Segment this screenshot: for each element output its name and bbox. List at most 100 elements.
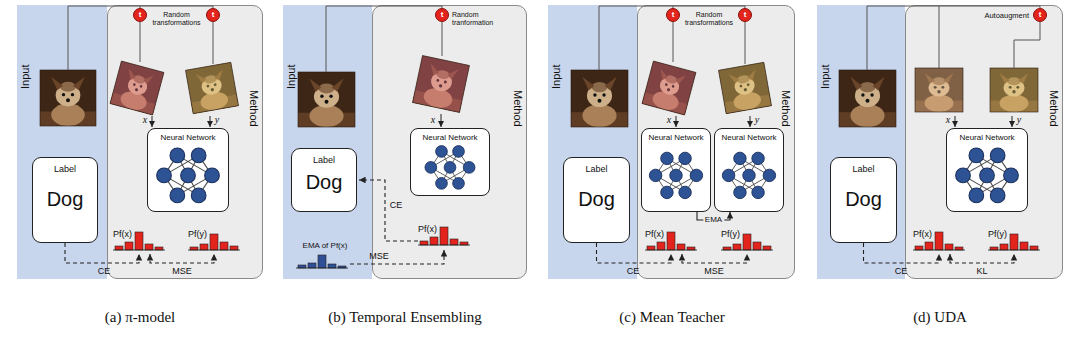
distribution-bar <box>925 242 933 250</box>
distribution-bar <box>763 246 771 250</box>
transform-wire <box>673 6 745 8</box>
annotation: Autoaugment <box>984 12 1029 21</box>
network-graphic <box>411 144 489 191</box>
label-anchor: Random transformations <box>681 11 737 27</box>
annotation: Pf(y) <box>188 229 207 239</box>
distribution-axis <box>913 250 965 251</box>
band-title: Input <box>19 65 32 89</box>
network-unit <box>453 178 465 190</box>
distribution-bar <box>155 247 163 250</box>
dog-eye <box>861 93 864 96</box>
network-unit <box>170 148 185 163</box>
label-anchor: EMA of Pf(x) <box>303 241 348 250</box>
network-name: Neural Network <box>422 133 477 142</box>
annotation: x <box>667 114 671 126</box>
distribution-bar <box>440 227 448 245</box>
panel-title: Method <box>511 90 524 127</box>
transform-circle: t <box>206 8 220 22</box>
network-unit <box>191 188 206 203</box>
dog-photo <box>990 68 1038 112</box>
network-unit <box>649 169 661 181</box>
photo-frame <box>110 61 164 115</box>
dog-eye <box>62 93 65 96</box>
color-shift <box>719 62 772 113</box>
annotation: x <box>431 114 435 126</box>
distribution-bar <box>723 247 731 250</box>
network-unit <box>980 168 995 183</box>
distribution-bar <box>318 255 326 268</box>
label-box: LabelDog <box>291 148 357 212</box>
dog-topknot <box>860 82 876 92</box>
input-arrow <box>676 116 677 127</box>
network-unit <box>990 148 1005 163</box>
dog-topknot <box>592 82 608 92</box>
label-anchor: y <box>1017 114 1021 126</box>
panel-caption: (d) UDA <box>913 309 967 326</box>
annotation: y <box>215 114 219 126</box>
transform-wire <box>68 6 140 70</box>
input-band: InputLabelDog <box>817 5 905 279</box>
dog-ear <box>332 79 344 92</box>
dog-photo <box>298 72 355 127</box>
network-unit <box>1004 168 1019 183</box>
network-graphic <box>642 144 710 207</box>
network-name: Neural Network <box>721 133 776 142</box>
loss-line <box>597 243 672 263</box>
loss-line <box>150 254 214 263</box>
loss-line <box>682 254 747 263</box>
panel-title: Method <box>247 90 260 127</box>
class-name: Dog <box>845 188 882 211</box>
dog-photo <box>915 68 963 112</box>
photo-background <box>915 68 963 112</box>
transform-wire <box>599 6 673 70</box>
network-unit <box>170 188 185 203</box>
network-unit <box>425 162 437 174</box>
distribution-bar <box>190 247 198 250</box>
input-arrow <box>152 116 153 127</box>
distribution-bar <box>1030 246 1038 250</box>
label-anchor: MSE <box>704 266 724 276</box>
dog-eye <box>870 93 873 96</box>
dog-photo <box>186 62 239 113</box>
network-name: Neural Network <box>648 133 703 142</box>
distribution-bar <box>990 247 998 250</box>
annotation: Random tranformation <box>452 11 514 27</box>
annotation: Pf(y) <box>721 229 740 239</box>
distribution-bar <box>753 242 761 250</box>
color-shift <box>186 62 239 113</box>
photo-frame <box>186 62 239 113</box>
distribution-bar <box>328 264 336 268</box>
label-anchor: y <box>215 114 219 126</box>
annotation: MSE <box>704 266 724 276</box>
distribution-axis <box>296 268 348 269</box>
network-unit <box>743 169 755 181</box>
dog-photo <box>642 61 696 115</box>
dog-nose <box>598 99 602 103</box>
distribution-bar <box>125 242 133 250</box>
transform-wire <box>140 22 141 62</box>
dog-ear <box>51 77 63 90</box>
photo-background <box>990 68 1038 112</box>
label-anchor: Pf(x) <box>113 229 132 239</box>
photo-frame <box>839 70 896 127</box>
network-unit <box>661 152 673 164</box>
network-unit <box>436 146 448 158</box>
photo-background <box>40 70 96 126</box>
color-shift <box>413 56 470 113</box>
transform-symbol: t <box>139 11 142 19</box>
color-shift <box>915 68 963 112</box>
dog-photo <box>40 70 96 126</box>
distribution-bar <box>945 244 953 250</box>
dog-nose <box>866 99 870 103</box>
network-unit <box>990 188 1005 203</box>
panel-caption: (b) Temporal Ensembling <box>328 309 482 326</box>
input-band: InputLabelDog <box>17 5 107 279</box>
annotation: CE <box>390 200 403 210</box>
class-name: Dog <box>578 188 615 211</box>
label-anchor: (a) π-model <box>105 309 175 326</box>
photo-frame <box>915 68 963 112</box>
input-arrow <box>750 116 751 127</box>
distribution-bar <box>1010 234 1018 250</box>
dog-eye <box>320 94 323 97</box>
label-heading: Label <box>54 164 76 174</box>
